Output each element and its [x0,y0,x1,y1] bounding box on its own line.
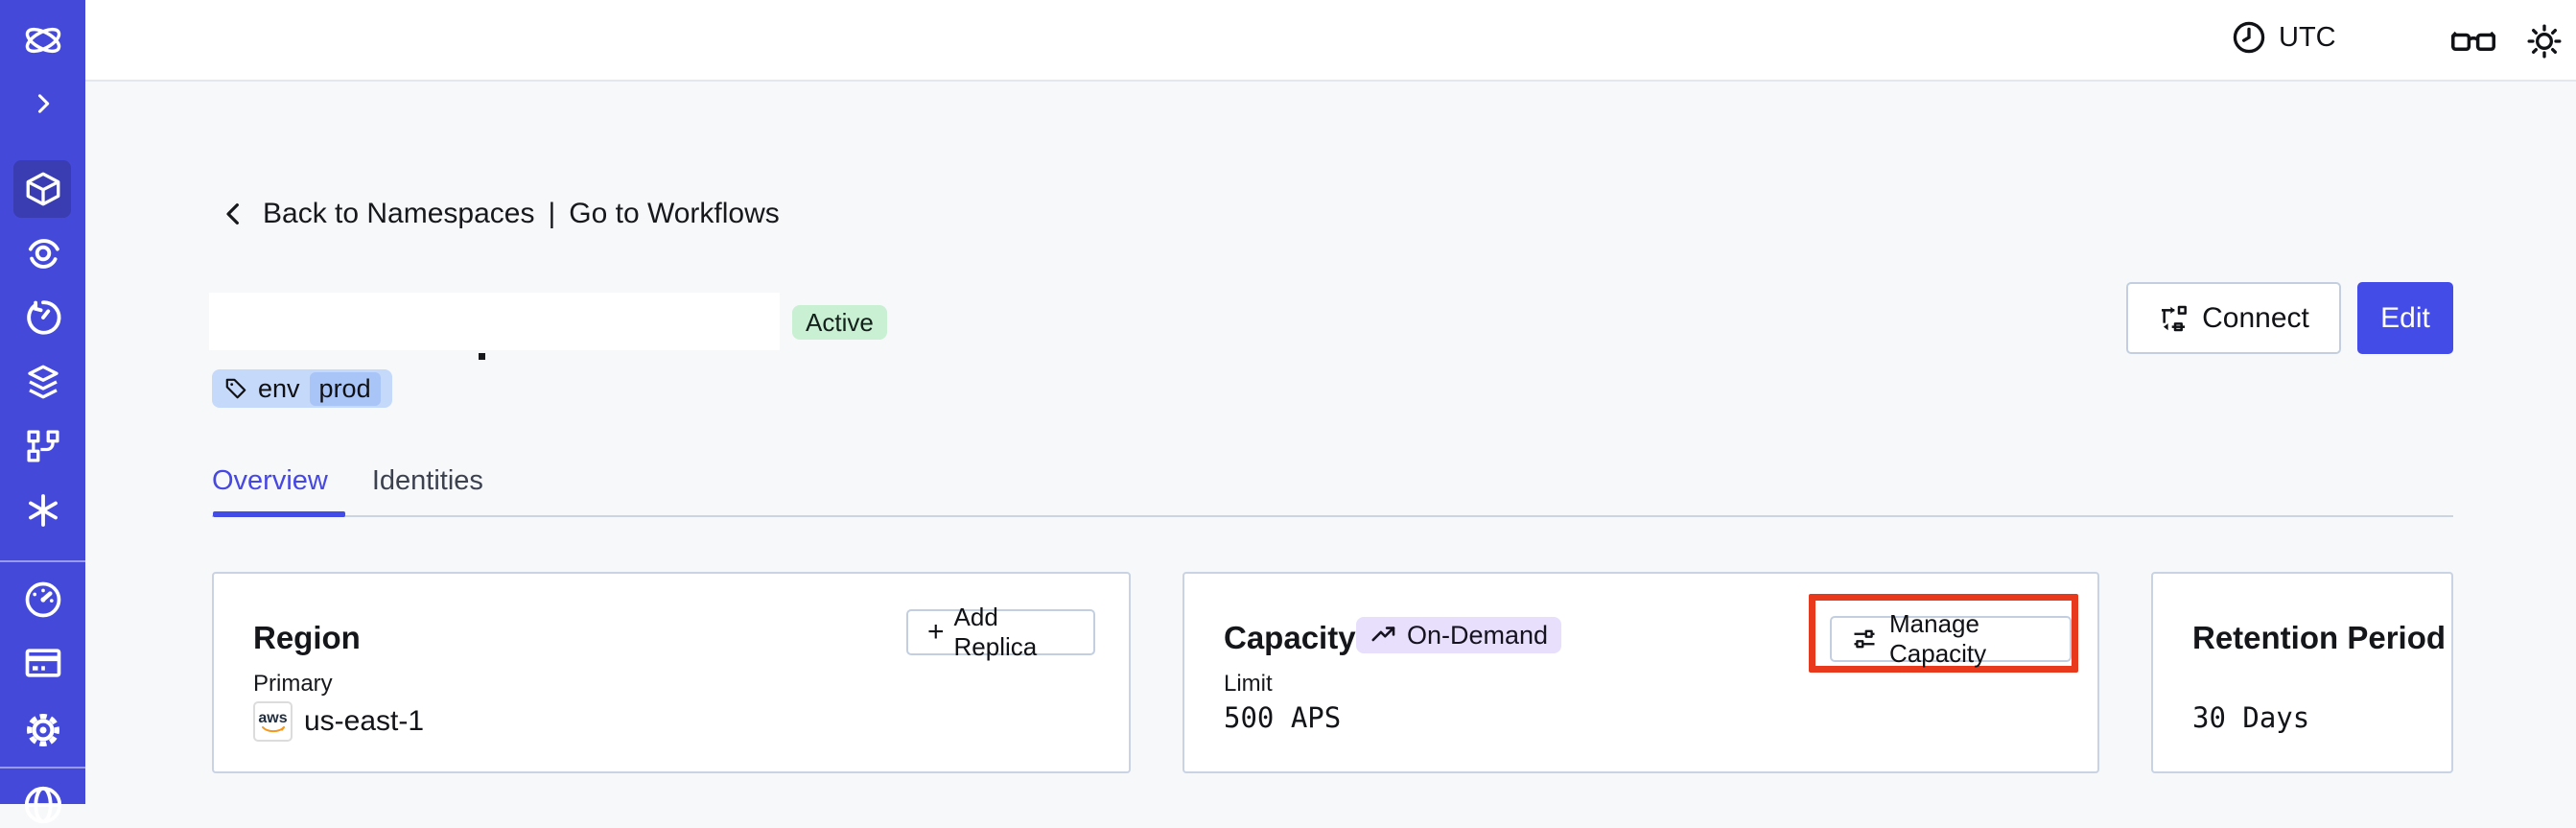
clock-icon [2231,19,2267,56]
retention-card: Retention Period 30 Days [2151,572,2453,773]
temporal-logo-icon[interactable] [0,17,85,63]
glasses-icon[interactable] [2450,24,2496,59]
back-to-namespaces-link[interactable]: Back to Namespaces [263,198,535,229]
ondemand-badge: On-Demand [1356,617,1562,653]
add-replica-button[interactable]: + Add Replica [906,603,1095,661]
tab-identities[interactable]: Identities [371,465,483,496]
asterisk-icon[interactable] [0,487,85,533]
breadcrumb: Back to Namespaces | Go to Workflows [219,192,780,236]
tab-overview[interactable]: Overview [212,465,328,496]
tab-bar: Overview Identities [212,465,483,522]
topbar: UTC [85,0,2576,82]
limit-label: Limit [1224,671,1273,697]
sidebar [0,0,85,824]
edit-button-label: Edit [2380,301,2430,334]
globe-icon[interactable] [0,782,85,828]
tag-icon [223,376,248,401]
region-value: us-east-1 [304,705,425,737]
active-tab-underline [213,511,345,517]
region-card: Region + Add Replica Primary aws us-east… [212,572,1131,773]
trending-up-icon [1370,621,1398,650]
branch-icon[interactable] [0,423,85,469]
tag-value: prod [309,371,381,406]
tag-key: env [258,373,300,403]
status-badge: Active [792,305,887,340]
retention-card-title: Retention Period [2192,620,2447,655]
connect-button-label: Connect [2202,301,2309,334]
manage-capacity-label: Manage Capacity [1889,609,1987,668]
tabs-baseline [212,515,2453,517]
cube-icon[interactable] [0,166,85,212]
capacity-card: Capacity On-Demand Manage Capacity Limit… [1183,572,2099,773]
edit-button[interactable]: Edit [2357,282,2453,354]
connect-icon [2158,303,2189,334]
sidebar-divider [0,767,85,769]
redaction-artifact [479,353,485,360]
timezone-label: UTC [2279,21,2336,53]
plus-icon: + [927,616,945,648]
namespace-tag-chip[interactable]: env prod [212,369,392,408]
timezone-selector[interactable]: UTC [2231,19,2336,56]
sliders-icon [1851,626,1878,652]
capacity-value: 500 APS [1224,701,1342,734]
layers-icon[interactable] [0,359,85,405]
gauge-icon[interactable] [0,577,85,623]
ondemand-badge-label: On-Demand [1407,620,1549,650]
timer-icon[interactable] [0,295,85,341]
sidebar-divider [0,560,85,562]
back-chevron-icon[interactable] [219,199,249,229]
sun-icon[interactable] [2525,22,2564,60]
breadcrumb-separator: | [548,198,556,229]
aws-logo-icon: aws [253,701,293,742]
go-to-workflows-link[interactable]: Go to Workflows [569,198,780,229]
annotation-highlight-box: Manage Capacity [1809,594,2078,673]
namespace-title-redacted [209,293,780,350]
chevron-right-icon[interactable] [0,81,85,127]
spiral-icon[interactable] [0,230,85,276]
region-card-title: Region [253,620,361,655]
primary-label: Primary [253,671,333,697]
connect-button[interactable]: Connect [2126,282,2341,354]
capacity-card-title: Capacity [1224,620,1356,655]
gear-icon[interactable] [0,707,85,753]
credit-card-icon[interactable] [0,640,85,686]
add-replica-label: Add Replica [953,603,1038,661]
manage-capacity-button[interactable]: Manage Capacity [1830,609,2072,668]
retention-value: 30 Days [2192,701,2310,734]
